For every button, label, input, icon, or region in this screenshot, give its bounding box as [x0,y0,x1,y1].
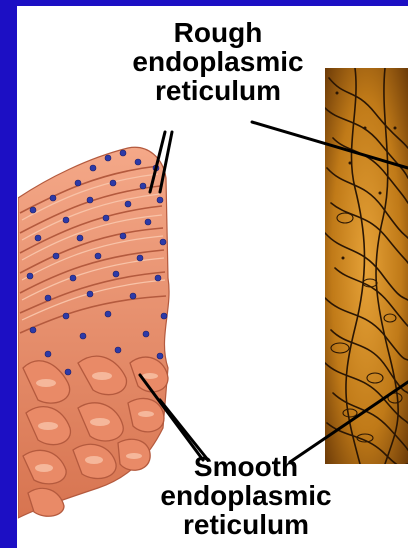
smooth-er-label: Smooth endoplasmic reticulum [140,452,352,539]
rough-er-label-line-2: endoplasmic [120,47,316,76]
rough-er-leader-3 [252,122,408,168]
rough-er-label: Rough endoplasmic reticulum [120,18,316,105]
smooth-er-label-line-2: endoplasmic [140,481,352,510]
smooth-er-leader-3 [290,382,408,462]
smooth-er-label-line-1: Smooth [140,452,352,481]
smooth-er-leader-1 [140,375,203,460]
rough-er-label-line-3: reticulum [120,76,316,105]
smooth-er-label-line-3: reticulum [140,510,352,539]
rough-er-label-line-1: Rough [120,18,316,47]
